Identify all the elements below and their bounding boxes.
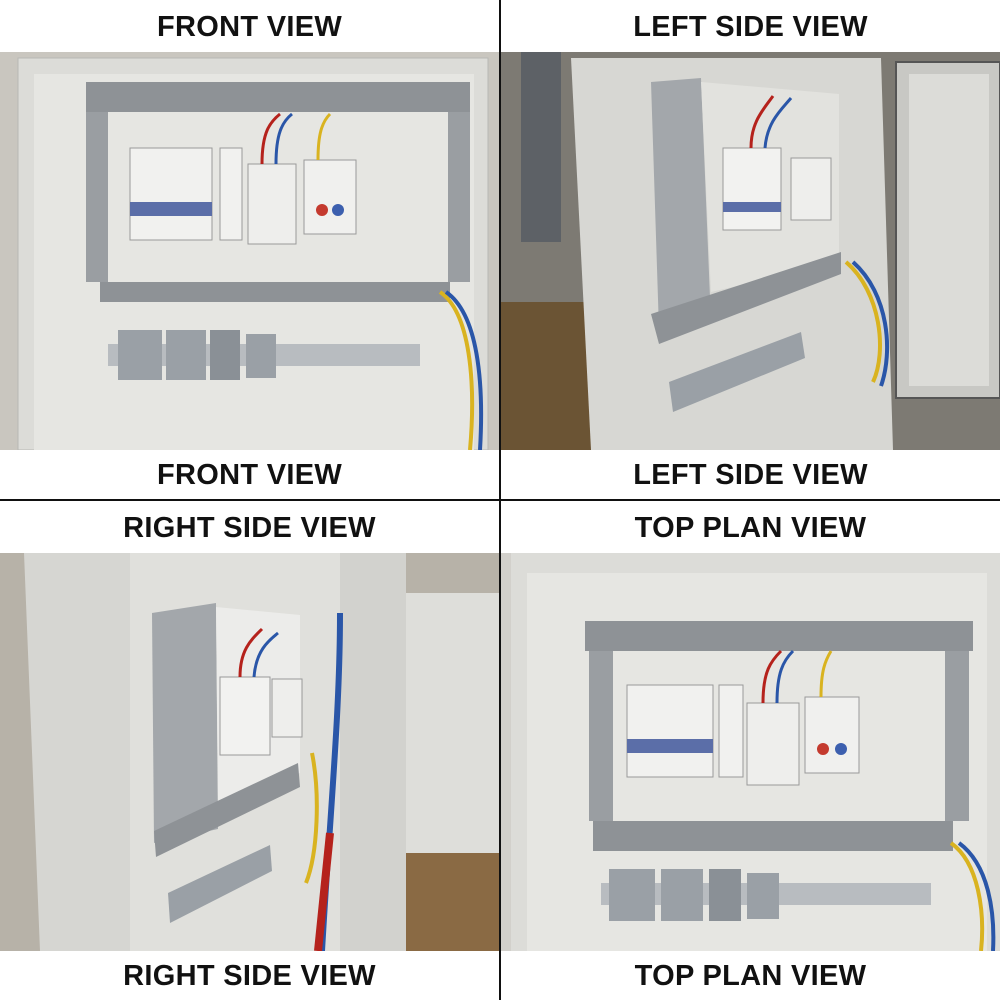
cabinet-photo-left-side — [501, 52, 1000, 450]
panel-title: TOP PLAN VIEW — [634, 512, 867, 544]
panel-caption: RIGHT SIDE VIEW — [123, 960, 376, 992]
panel-top-plan-view: TOP PLAN VIEW — [501, 501, 1000, 1000]
panel-title: RIGHT SIDE VIEW — [123, 512, 376, 544]
panel-caption: LEFT SIDE VIEW — [633, 459, 868, 491]
panel-left-side-view: LEFT SIDE VIEW — [501, 0, 1000, 499]
panel-right-side-view: RIGHT SIDE VIEW — [0, 501, 499, 1000]
panel-front-view: FRONT VIEW — [0, 0, 499, 499]
panel-title: LEFT SIDE VIEW — [633, 11, 868, 43]
panel-caption: FRONT VIEW — [156, 459, 343, 491]
cabinet-photo-top-plan — [501, 553, 1000, 951]
panel-caption: TOP PLAN VIEW — [634, 960, 867, 992]
cabinet-photo-right-side — [0, 553, 499, 951]
panel-title: FRONT VIEW — [156, 11, 343, 43]
horizontal-divider — [0, 499, 1000, 501]
cabinet-photo-front — [0, 52, 499, 450]
